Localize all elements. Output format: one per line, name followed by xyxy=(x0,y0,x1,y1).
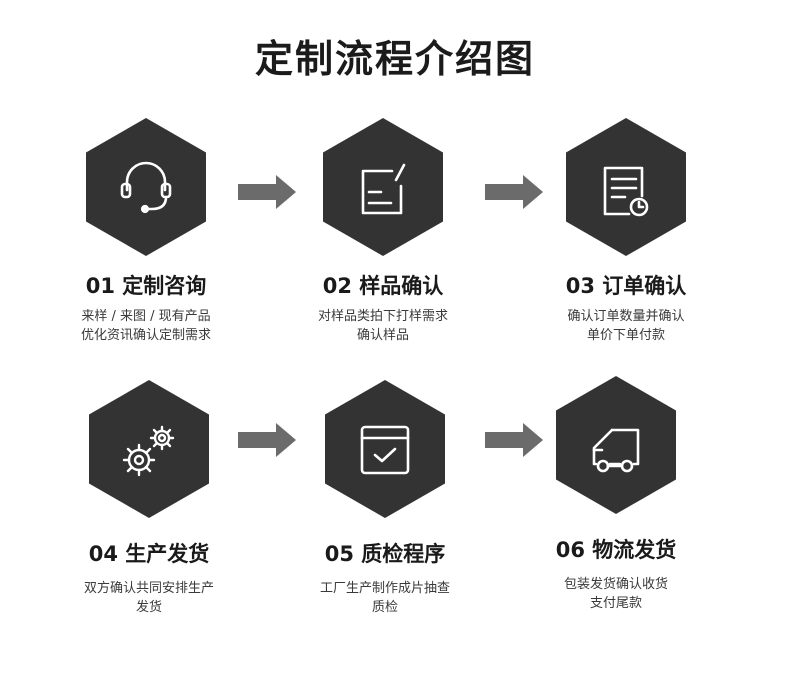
step-description-line: 优化资讯确认定制需求 xyxy=(80,328,211,343)
step-description-line: 确认样品 xyxy=(356,328,409,343)
step-01: 01 定制咨询 来样 / 来图 / 现有产品 优化资讯确认定制需求 xyxy=(26,118,266,358)
step-title: 03 订单确认 xyxy=(565,274,687,298)
step-description-line: 双方确认共同安排生产 xyxy=(83,581,214,596)
hexagon xyxy=(323,118,443,256)
step-description-line: 包装发货确认收货 xyxy=(563,577,668,592)
hexagon xyxy=(89,380,209,518)
hexagon xyxy=(566,118,686,256)
checked-window-icon xyxy=(360,425,410,475)
hexagon xyxy=(325,380,445,518)
step-title: 05 质检程序 xyxy=(324,542,446,566)
step-description: 确认订单数量并确认 单价下单付款 xyxy=(506,307,746,345)
step-title: 06 物流发货 xyxy=(555,538,677,562)
step-description: 对样品类拍下打样需求 确认样品 xyxy=(263,307,503,345)
arrow-right-icon xyxy=(485,423,543,457)
edit-document-icon xyxy=(361,163,406,215)
step-description-line: 来样 / 来图 / 现有产品 xyxy=(81,309,211,324)
step-04: 04 生产发货 双方确认共同安排生产 发货 xyxy=(29,380,269,630)
step-title: 02 样品确认 xyxy=(322,274,444,298)
step-05: 05 质检程序 工厂生产制作成片抽查 质检 xyxy=(265,380,505,630)
step-description: 双方确认共同安排生产 发货 xyxy=(29,579,269,617)
arrow-right-icon xyxy=(485,175,543,209)
hexagon xyxy=(86,118,206,256)
step-description-line: 支付尾款 xyxy=(589,596,642,611)
step-03: 03 订单确认 确认订单数量并确认 单价下单付款 xyxy=(506,118,746,358)
headset-icon xyxy=(120,161,172,214)
step-description-line: 发货 xyxy=(135,600,162,615)
step-description-line: 工厂生产制作成片抽查 xyxy=(319,581,450,596)
step-06: 06 物流发货 包装发货确认收货 支付尾款 xyxy=(496,376,736,626)
step-description-line: 对样品类拍下打样需求 xyxy=(317,309,448,324)
document-clock-icon xyxy=(603,166,649,217)
step-description-line: 确认订单数量并确认 xyxy=(567,309,685,324)
arrow-right-icon xyxy=(238,423,296,457)
step-02: 02 样品确认 对样品类拍下打样需求 确认样品 xyxy=(263,118,503,358)
hexagon xyxy=(556,376,676,514)
page-title: 定制流程介绍图 xyxy=(254,37,535,81)
gears-icon xyxy=(122,425,175,477)
step-description: 包装发货确认收货 支付尾款 xyxy=(496,575,736,613)
step-description: 工厂生产制作成片抽查 质检 xyxy=(265,579,505,617)
step-description: 来样 / 来图 / 现有产品 优化资讯确认定制需求 xyxy=(26,307,266,345)
step-title: 01 定制咨询 xyxy=(85,274,207,298)
step-title: 04 生产发货 xyxy=(88,542,210,566)
step-description-line: 单价下单付款 xyxy=(586,328,665,343)
truck-icon xyxy=(592,428,640,473)
arrow-right-icon xyxy=(238,175,296,209)
step-description-line: 质检 xyxy=(371,600,398,615)
